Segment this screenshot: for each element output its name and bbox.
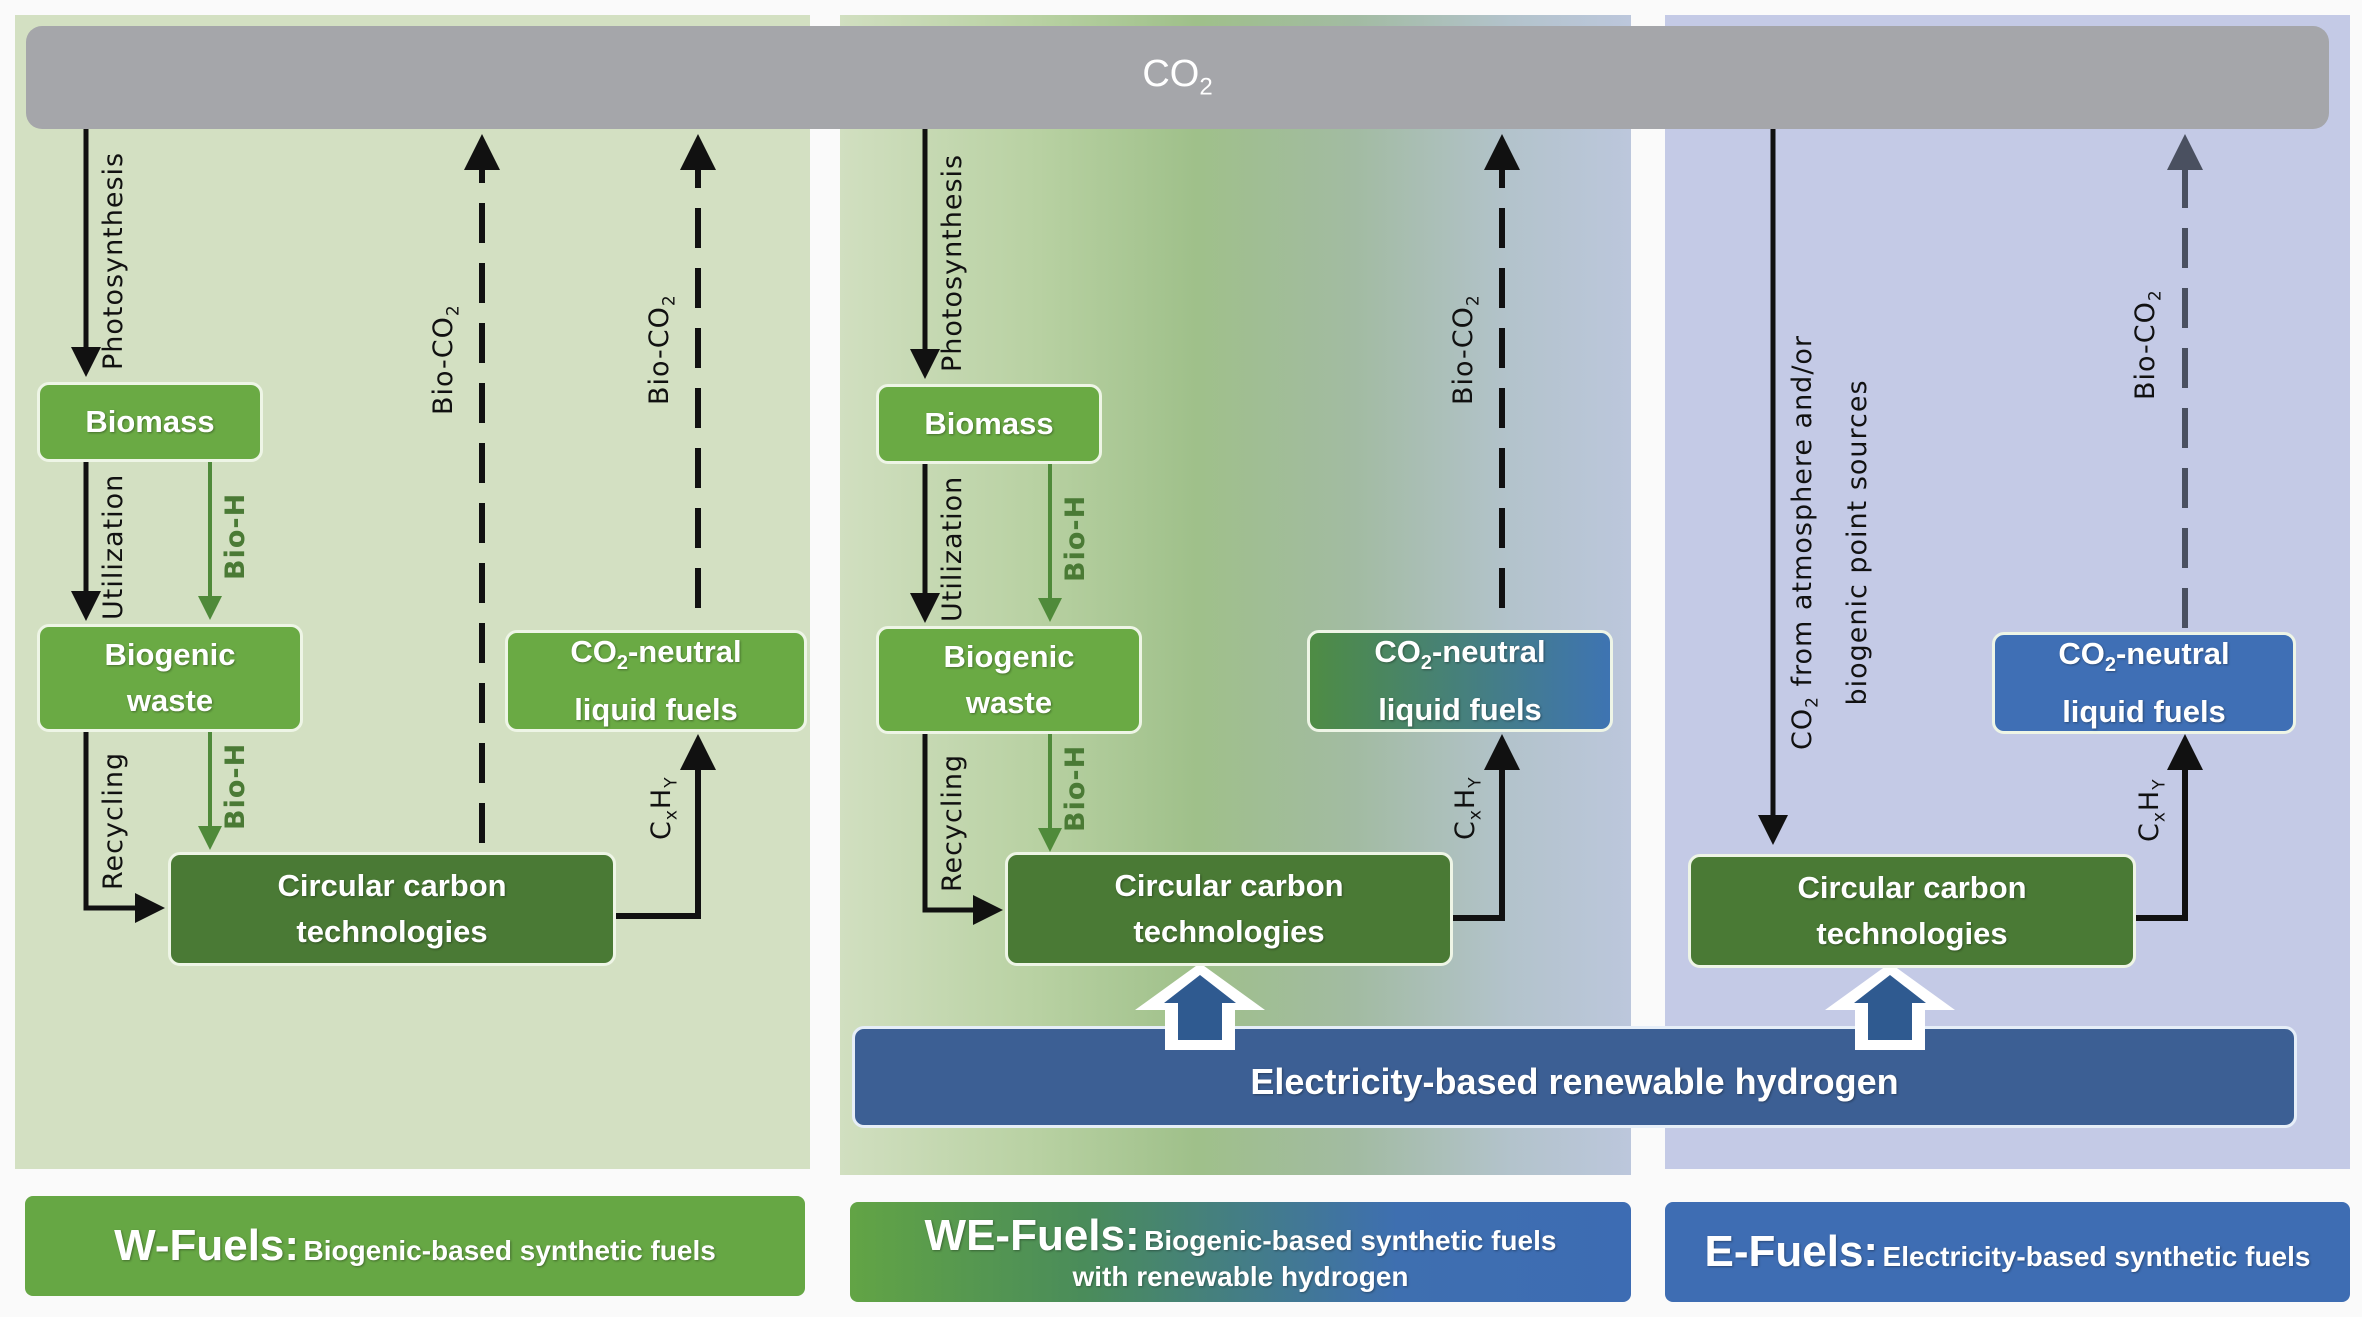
photosynthesis-label-we: Photosynthesis [937,153,968,372]
hydrogen-up-arrow-e [1825,963,1955,1050]
cxhy-label-w: CxHY [646,776,682,840]
e-fuels-description: Electricity-based synthetic fuels [1882,1241,2311,1272]
w-fuels-panel [15,15,810,1169]
hydrogen-bar-label: Electricity-based renewable hydrogen [1250,1061,1899,1102]
e-fuels-title: E-Fuels: [1704,1227,1879,1276]
cxhy-arrow-w [615,734,716,919]
utilization-label-w: Utilization [98,473,129,620]
recycling-arrow-we [922,734,1003,925]
we-fuels-title: WE-Fuels: [924,1211,1140,1260]
cxhy-label-e: CxHY [2134,778,2170,842]
co2-atmosphere-bar: CO2 [26,26,2329,129]
bio-h-label-w-2: Bio-H [220,742,251,830]
bio-h-label-we-2: Bio-H [1060,744,1091,832]
footer-e-fuels: E-Fuels: Electricity-based synthetic fue… [1665,1202,2350,1302]
we-fuels-description-line2: with renewable hydrogen [1072,1261,1409,1292]
e-fuels-panel [1665,15,2350,1169]
recycling-arrow-w [83,732,165,923]
hydrogen-up-arrow-we [1135,963,1265,1050]
photosynthesis-label-w: Photosynthesis [98,151,129,370]
footer-w-fuels: W-Fuels: Biogenic-based synthetic fuels [25,1196,805,1296]
co2-bar-label: CO2 [1142,53,1213,101]
cxhy-label-we: CxHY [1450,776,1486,840]
utilization-label-we: Utilization [937,475,968,622]
footer-we-fuels: WE-Fuels: Biogenic-based synthetic fuels… [850,1202,1631,1302]
w-fuels-title: W-Fuels: [114,1221,300,1270]
recycling-label-w: Recycling [98,751,129,890]
bio-co2-label-we: Bio-CO2 [1448,294,1484,405]
bio-co2-label-e: Bio-CO2 [2130,289,2166,400]
cxhy-arrow-we [1452,734,1520,921]
cxhy-arrow-e [2136,734,2203,921]
w-fuels-description: Biogenic-based synthetic fuels [303,1235,716,1266]
electricity-hydrogen-bar: Electricity-based renewable hydrogen [852,1026,2297,1128]
recycling-label-we: Recycling [937,753,968,892]
biomass-box-we: Biomass [876,384,1102,464]
biomass-box-w: Biomass [37,382,263,462]
bio-co2-label-w-1: Bio-CO2 [428,304,464,415]
bio-h-label-we-1: Bio-H [1060,494,1091,582]
bio-h-label-w-1: Bio-H [220,492,251,580]
bio-co2-label-w-2: Bio-CO2 [644,294,680,405]
we-fuels-description: Biogenic-based synthetic fuels [1144,1225,1557,1256]
